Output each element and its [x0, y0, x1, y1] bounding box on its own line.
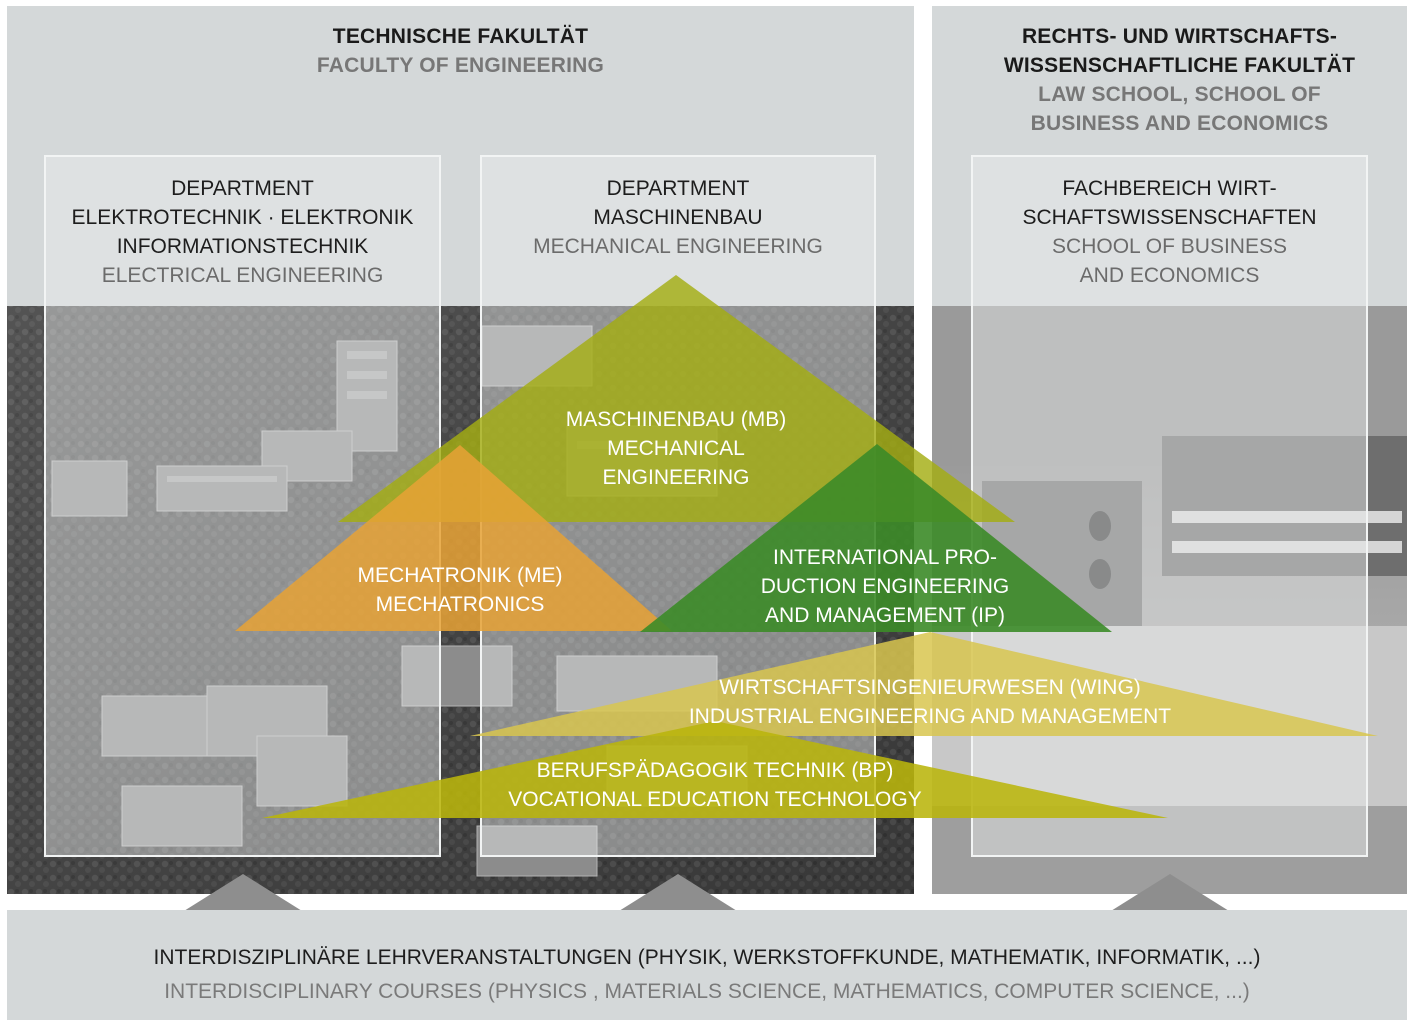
program-me-label: MECHATRONIK (ME) MECHATRONICS — [300, 561, 620, 619]
department-electrical-box: DEPARTMENT ELEKTROTECHNIK · ELEKTRONIK I… — [44, 155, 441, 857]
interdisciplinary-de: INTERDISZIPLINÄRE LEHRVERANSTALTUNGEN (P… — [153, 946, 1261, 969]
department-electrical-line3: INFORMATIONSTECHNIK — [116, 235, 369, 258]
program-wing-label: WIRTSCHAFTSINGENIEURWESEN (WING) INDUSTR… — [610, 673, 1250, 731]
faculty-law-business-title: RECHTS- UND WIRTSCHAFTS- WISSENSCHAFTLIC… — [932, 22, 1407, 138]
department-mechanical-box: DEPARTMENT MASCHINENBAU MECHANICAL ENGIN… — [480, 155, 876, 857]
program-wing-line2: INDUSTRIAL ENGINEERING AND MANAGEMENT — [688, 705, 1172, 728]
department-business-box: FACHBEREICH WIRT- SCHAFTSWISSENSCHAFTEN … — [971, 155, 1368, 857]
department-business-line1: FACHBEREICH WIRT- — [1062, 177, 1277, 200]
department-electrical-line1: DEPARTMENT — [171, 177, 314, 200]
faculty-law-title-de-2: WISSENSCHAFTLICHE FAKULTÄT — [1003, 54, 1356, 77]
department-electrical-line2: ELEKTROTECHNIK · ELEKTRONIK — [71, 206, 414, 229]
program-wing-line1: WIRTSCHAFTSINGENIEURWESEN (WING) — [719, 676, 1141, 699]
department-business-line2: SCHAFTSWISSENSCHAFTEN — [1022, 206, 1317, 229]
department-business-heading: FACHBEREICH WIRT- SCHAFTSWISSENSCHAFTEN … — [973, 174, 1366, 290]
program-mb-line1: MASCHINENBAU (MB) — [565, 408, 787, 431]
program-mb-label: MASCHINENBAU (MB) MECHANICAL ENGINEERING — [476, 405, 876, 492]
department-electrical-en: ELECTRICAL ENGINEERING — [101, 264, 384, 287]
program-bp-line2: VOCATIONAL EDUCATION TECHNOLOGY — [508, 788, 922, 811]
program-ip-line1: INTERNATIONAL PRO- — [772, 546, 998, 569]
program-mb-line2: MECHANICAL — [607, 437, 745, 460]
department-business-en2: AND ECONOMICS — [1079, 264, 1260, 287]
faculty-law-title-en-2: BUSINESS AND ECONOMICS — [1030, 112, 1329, 135]
department-mechanical-en: MECHANICAL ENGINEERING — [533, 235, 823, 258]
department-business-en1: SCHOOL OF BUSINESS — [1052, 235, 1287, 258]
interdisciplinary-bar: INTERDISZIPLINÄRE LEHRVERANSTALTUNGEN (P… — [7, 910, 1407, 1020]
faculty-engineering-title: TECHNISCHE FAKULTÄT FACULTY OF ENGINEERI… — [7, 22, 914, 80]
faculty-law-title-de-1: RECHTS- UND WIRTSCHAFTS- — [1021, 25, 1338, 48]
interdisciplinary-en: INTERDISCIPLINARY COURSES (PHYSICS , MAT… — [164, 980, 1250, 1003]
program-me-line1: MECHATRONIK (ME) — [357, 564, 563, 587]
program-ip-label: INTERNATIONAL PRO- DUCTION ENGINEERING A… — [720, 543, 1050, 630]
program-mb-line3: ENGINEERING — [602, 466, 750, 489]
faculty-engineering-title-en: FACULTY OF ENGINEERING — [316, 54, 605, 77]
department-mechanical-heading: DEPARTMENT MASCHINENBAU MECHANICAL ENGIN… — [482, 174, 874, 261]
department-electrical-heading: DEPARTMENT ELEKTROTECHNIK · ELEKTRONIK I… — [46, 174, 439, 290]
faculty-engineering-title-de: TECHNISCHE FAKULTÄT — [332, 25, 589, 48]
program-bp-label: BERUFSPÄDAGOGIK TECHNIK (BP) VOCATIONAL … — [440, 756, 990, 814]
department-mechanical-line1: DEPARTMENT — [606, 177, 750, 200]
department-mechanical-line2: MASCHINENBAU — [593, 206, 763, 229]
program-bp-line1: BERUFSPÄDAGOGIK TECHNIK (BP) — [536, 759, 894, 782]
faculty-law-title-en-1: LAW SCHOOL, SCHOOL OF — [1038, 83, 1321, 106]
program-ip-line3: AND MANAGEMENT (IP) — [765, 604, 1005, 627]
program-me-line2: MECHATRONICS — [375, 593, 545, 616]
program-ip-line2: DUCTION ENGINEERING — [760, 575, 1010, 598]
